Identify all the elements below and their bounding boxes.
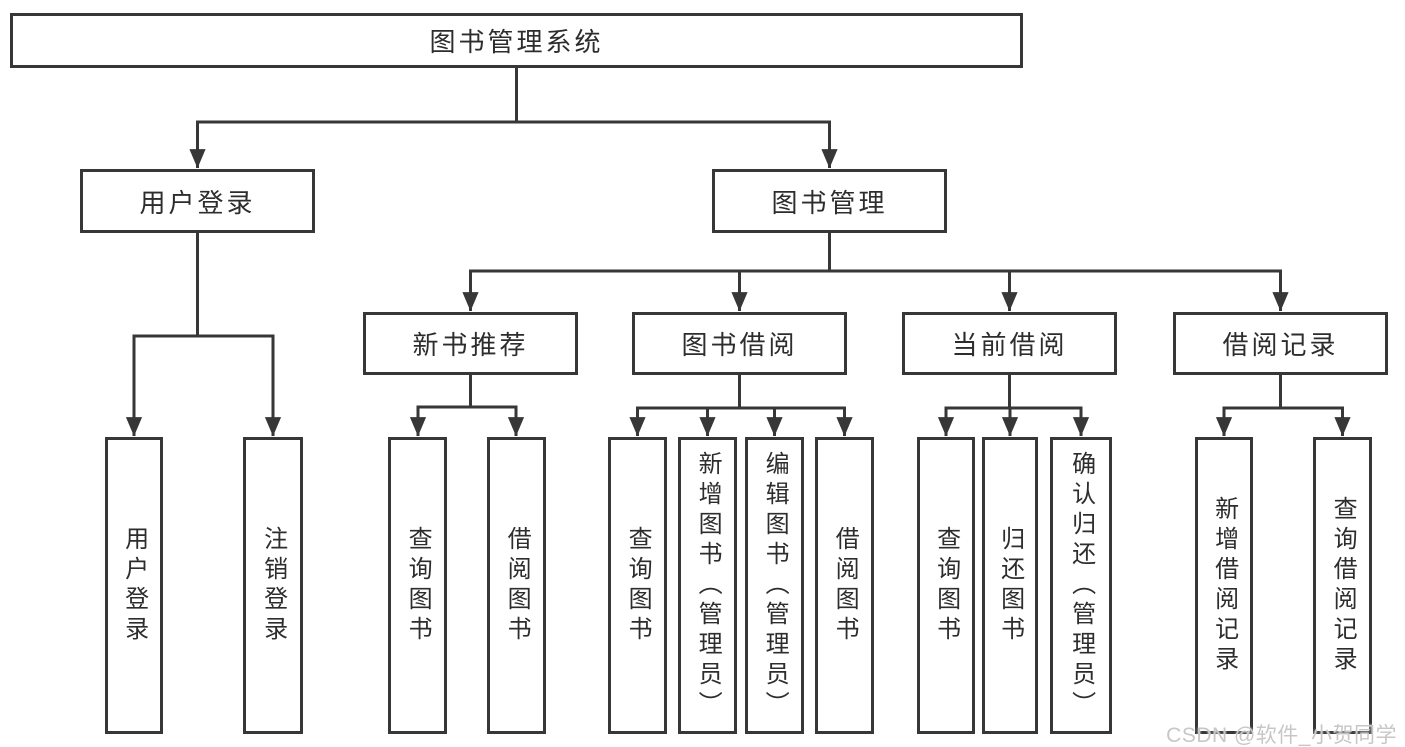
node-label: 图书借阅 [681, 330, 798, 360]
node-label: 借阅图书 [503, 525, 531, 646]
node-borrowing-records: 借阅记录 [1173, 312, 1388, 375]
node-user-login: 用户登录 [80, 169, 315, 233]
node-new-book-recommendation: 新书推荐 [363, 312, 578, 375]
node-label: 用户登录 [120, 525, 148, 646]
node-label: 图书管理系统 [429, 27, 604, 57]
node-label: 借阅记录 [1222, 330, 1339, 360]
node-label: 确认归还（管理员） [1067, 450, 1095, 721]
leaf-edit-books-admin: 编辑图书（管理员） [745, 437, 804, 734]
node-label: 查询图书 [932, 525, 960, 646]
leaf-confirm-return-admin: 确认归还（管理员） [1050, 437, 1112, 734]
node-label: 用户登录 [139, 187, 256, 218]
leaf-query-books-current: 查询图书 [917, 437, 975, 734]
leaf-logout: 注销登录 [243, 437, 303, 734]
node-label: 借阅图书 [831, 525, 859, 646]
node-label: 编辑图书（管理员） [761, 450, 789, 721]
node-label: 新增图书（管理员） [694, 450, 722, 721]
node-label: 当前借阅 [951, 330, 1068, 360]
leaf-return-books: 归还图书 [982, 437, 1038, 734]
node-label: 图书管理 [771, 187, 888, 218]
leaf-query-books-recommendation: 查询图书 [388, 437, 447, 734]
leaf-user-login: 用户登录 [105, 437, 163, 734]
watermark-text: CSDN @软件_小贺同学 [1166, 724, 1397, 747]
leaf-add-borrow-record: 新增借阅记录 [1195, 437, 1253, 734]
leaf-borrow-books-borrowing: 借阅图书 [815, 437, 874, 734]
node-label: 查询图书 [624, 525, 652, 646]
leaf-query-books-borrowing: 查询图书 [608, 437, 667, 734]
node-current-borrowing: 当前借阅 [902, 312, 1117, 375]
leaf-query-borrow-record: 查询借阅记录 [1313, 437, 1372, 734]
node-label: 新书推荐 [412, 330, 529, 360]
node-label: 查询借阅记录 [1329, 495, 1357, 676]
node-label: 归还图书 [996, 525, 1024, 646]
node-label: 注销登录 [259, 525, 287, 646]
node-book-borrowing: 图书借阅 [632, 312, 847, 375]
node-library-management-system: 图书管理系统 [10, 13, 1023, 68]
node-book-management: 图书管理 [712, 169, 947, 233]
leaf-add-books-admin: 新增图书（管理员） [678, 437, 737, 734]
node-label: 新增借阅记录 [1210, 495, 1238, 676]
leaf-borrow-books-recommendation: 借阅图书 [487, 437, 546, 734]
node-label: 查询图书 [404, 525, 432, 646]
